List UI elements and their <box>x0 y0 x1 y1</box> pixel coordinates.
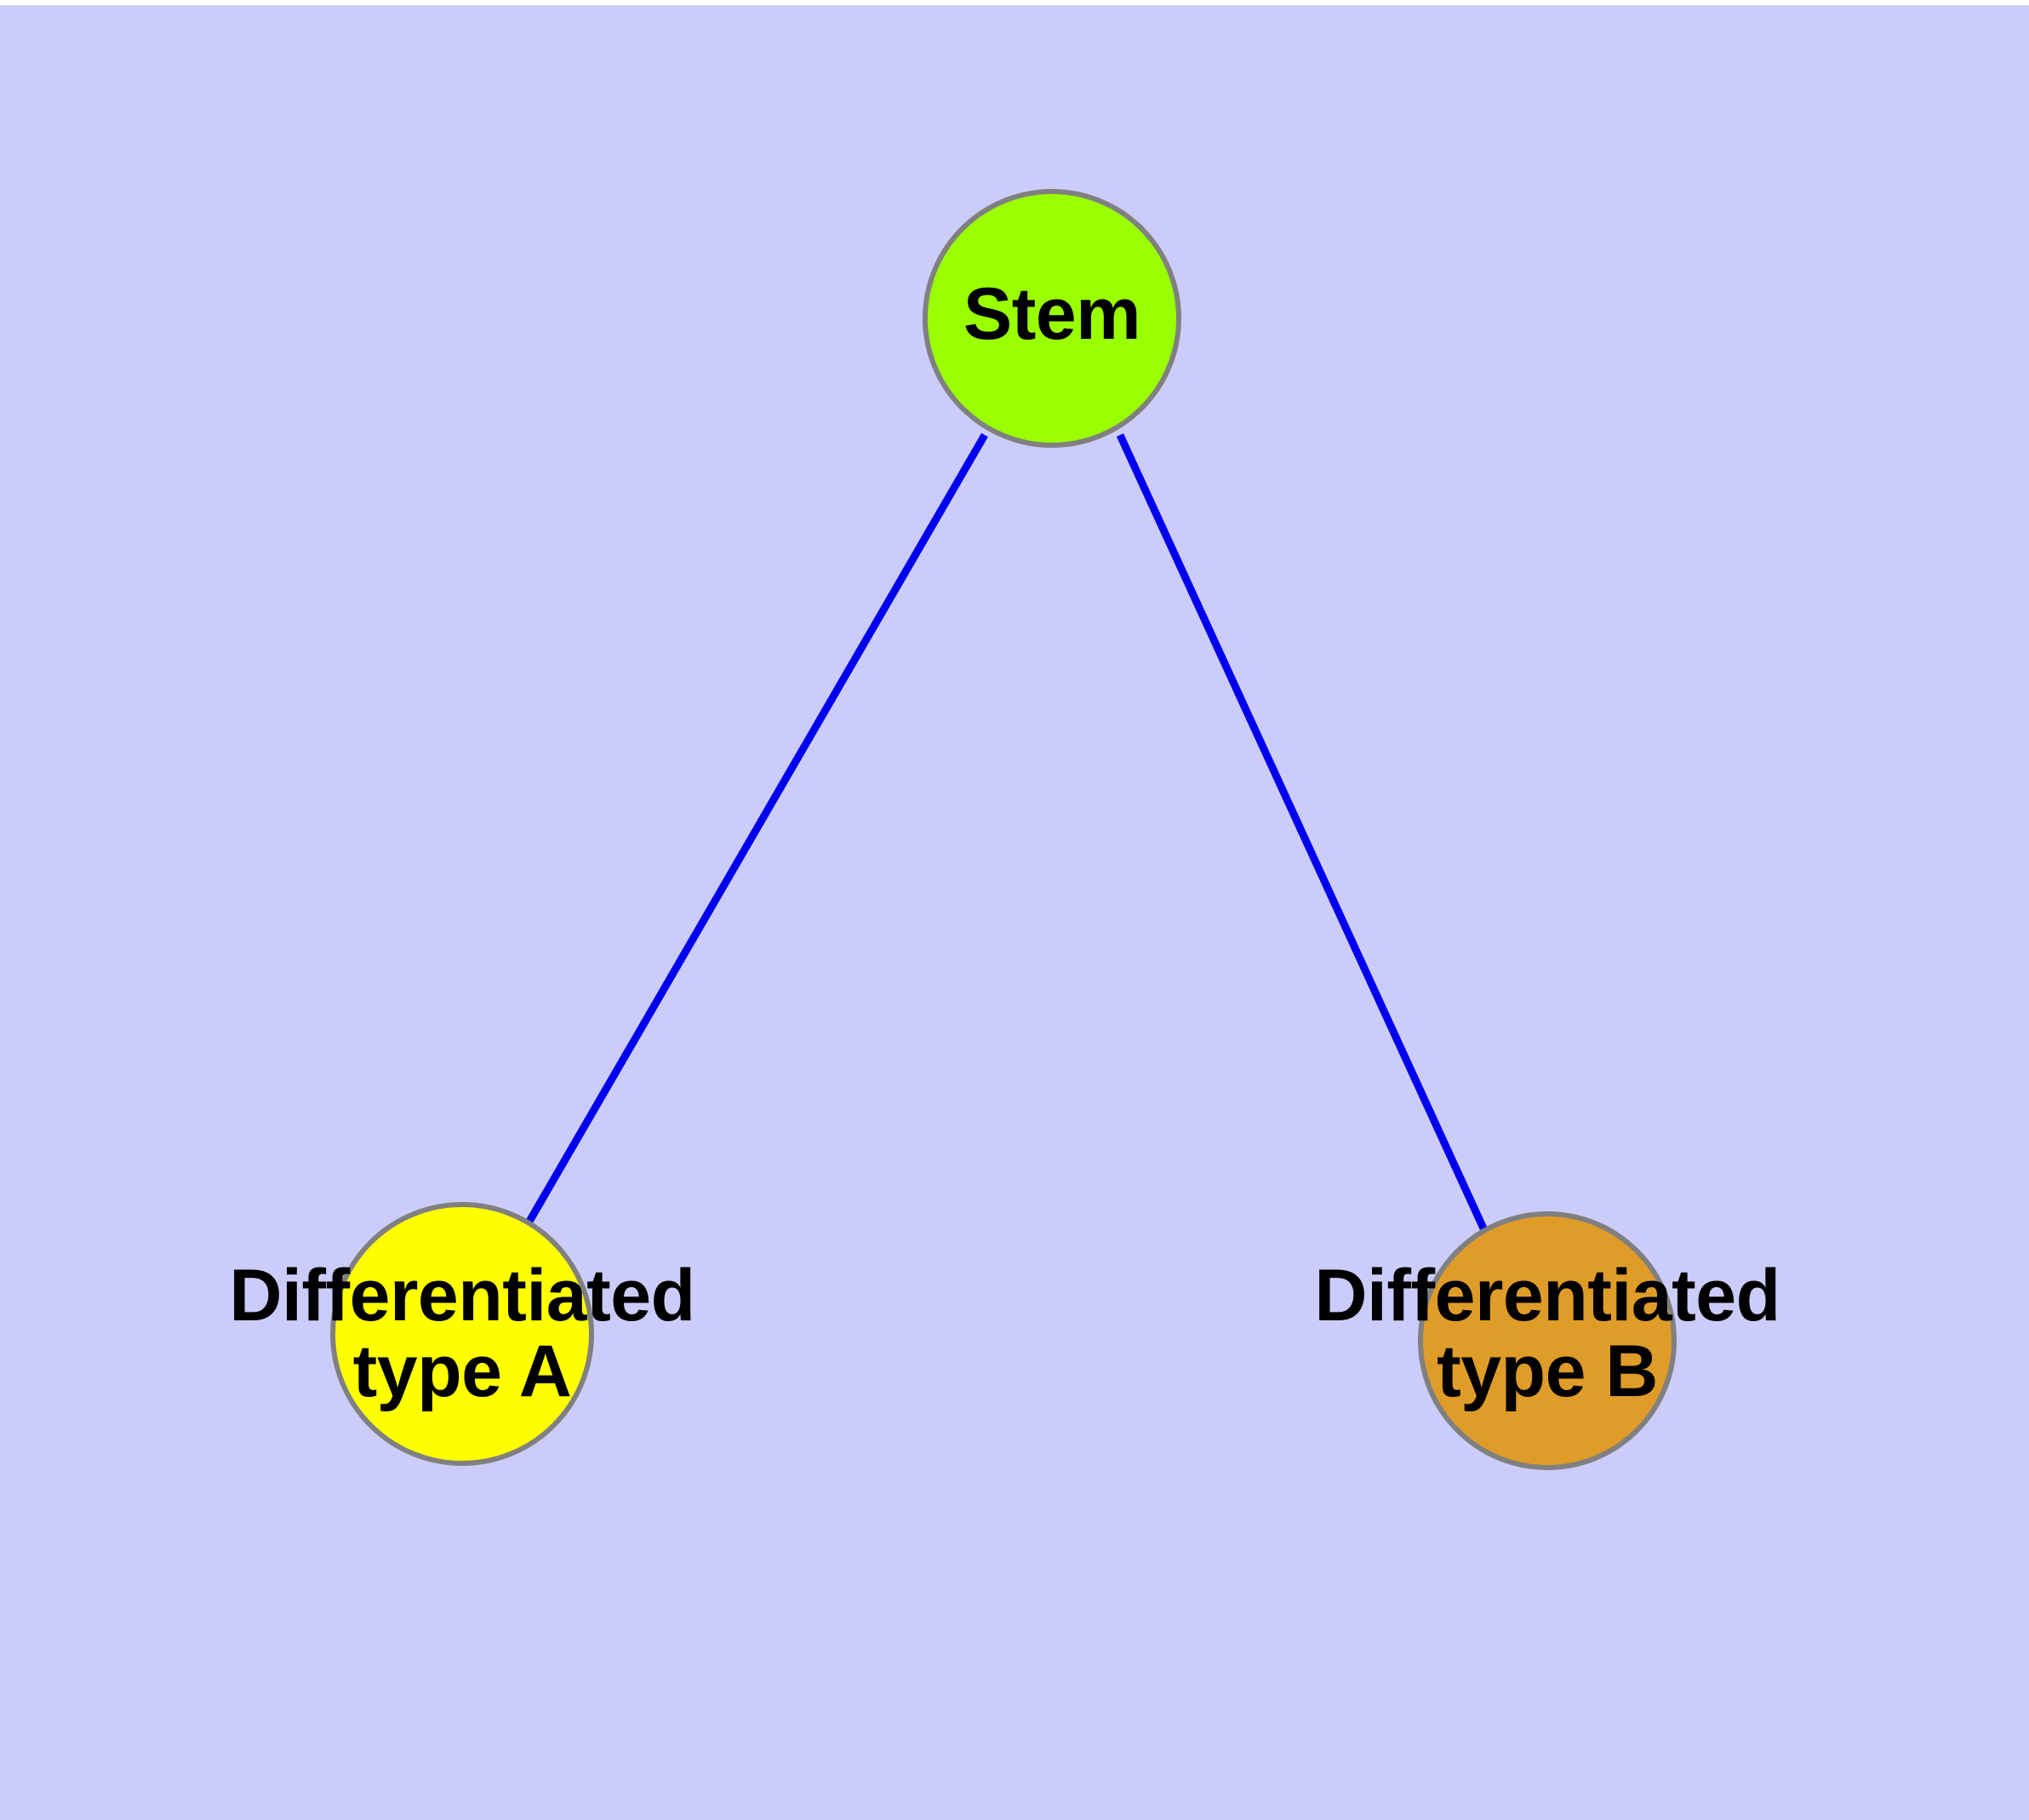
node-differentiated-type-a[interactable] <box>330 1202 594 1466</box>
node-stem[interactable] <box>923 189 1181 448</box>
edge-stem-to-differentiated-type-a[interactable] <box>523 432 988 1228</box>
node-differentiated-type-b[interactable] <box>1418 1211 1677 1470</box>
node-layer <box>330 189 1677 1470</box>
edge-layer <box>523 432 1488 1230</box>
edge-stem-to-differentiated-type-b[interactable] <box>1116 433 1488 1230</box>
